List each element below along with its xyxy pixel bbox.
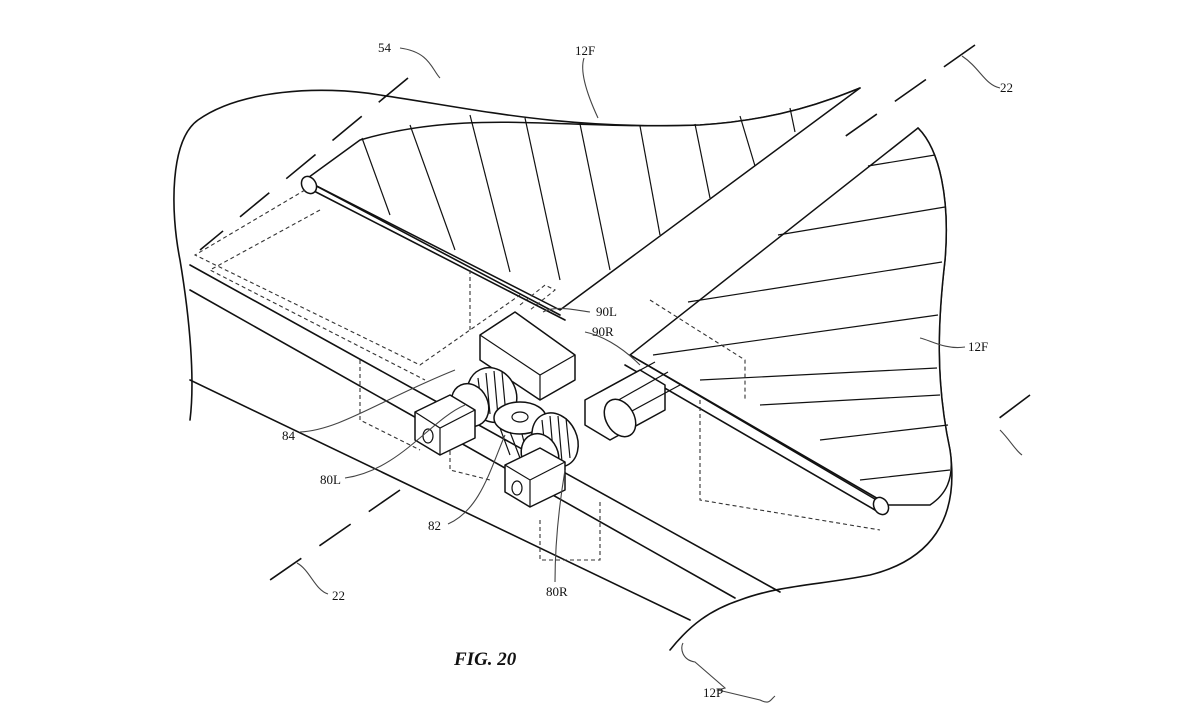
panel-12f-right (629, 127, 952, 506)
label-22-bottom: 22 (332, 588, 345, 603)
label-82: 82 (428, 518, 441, 533)
panel-12f-right-hatching (652, 154, 951, 481)
label-84: 84 (282, 428, 296, 443)
label-80l: 80L (320, 472, 341, 487)
hinge-rod-right (624, 354, 881, 511)
label-54: 54 (378, 40, 392, 55)
label-22-top: 22 (1000, 80, 1013, 95)
label-12f-top: 12F (575, 43, 595, 58)
hinge-rod-upper (304, 179, 566, 321)
actuator-90l (479, 284, 576, 401)
hidden-pockets (193, 189, 881, 561)
label-80r: 80R (546, 584, 568, 599)
axis-line-22-right (989, 394, 1031, 426)
actuator-90r (584, 361, 681, 441)
hinge-rod-right-end (872, 496, 890, 516)
panel-12f-upper (304, 87, 861, 311)
hinge-rod-upper-end (300, 175, 318, 195)
figure-caption: FIG. 20 (453, 649, 517, 670)
axis-line-22-bottom (269, 489, 401, 581)
label-12p: 12P (703, 685, 723, 700)
axis-line-22-top (839, 44, 976, 141)
label-90r: 90R (592, 324, 614, 339)
axis-line-54 (199, 77, 409, 251)
bearing-block-right (504, 447, 566, 508)
label-12f-right: 12F (968, 339, 988, 354)
label-90l: 90L (596, 304, 617, 319)
leader-lines (296, 47, 1023, 703)
panel-12f-upper-hatching (361, 107, 796, 281)
bearing-block-left (414, 394, 476, 456)
